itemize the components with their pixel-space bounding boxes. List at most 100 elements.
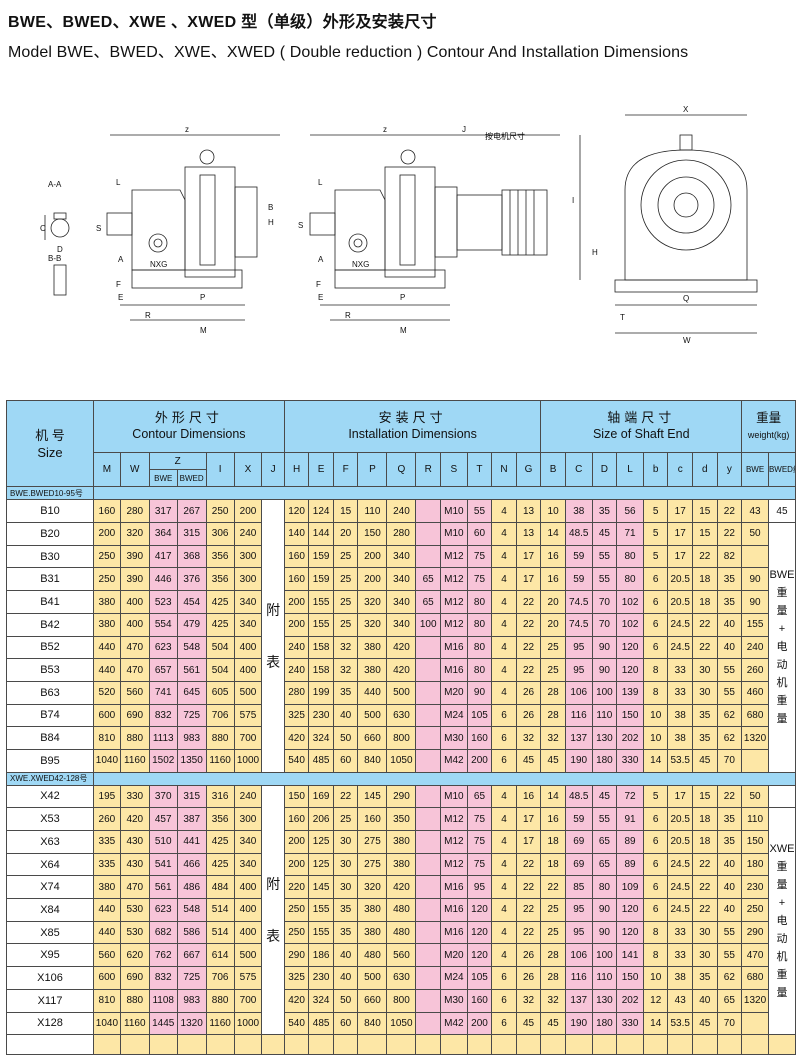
cell: 5 (642, 544, 669, 569)
empty-cell (616, 1034, 644, 1055)
empty-cell (5, 1034, 95, 1055)
cell: 159 (308, 567, 334, 592)
cell: 22 (332, 784, 359, 809)
cell: 376 (176, 567, 207, 592)
cell: 1320 (176, 1011, 207, 1036)
cell: 65 (716, 988, 743, 1013)
label-nxg-2: NXG (352, 260, 369, 269)
cell: 240 (283, 658, 310, 682)
cell (415, 726, 441, 750)
header-weight-en: weight(kg) (747, 429, 790, 440)
cell: 17 (515, 544, 542, 569)
j-label-1: 附 (266, 602, 281, 619)
cell: 120 (466, 898, 493, 922)
cell: 17 (515, 567, 542, 592)
cell: 10 (540, 499, 566, 524)
cell: 160 (357, 807, 388, 831)
weight-note-7: 重 (776, 695, 788, 708)
cell: 20 (540, 612, 566, 637)
cell: 59 (564, 544, 593, 569)
label-s-1: S (96, 224, 101, 233)
cell: 56 (616, 499, 644, 524)
cell: 420 (386, 658, 417, 682)
col-shaft-6: d (692, 451, 718, 488)
cell: 55 (716, 943, 743, 968)
cell: 4 (491, 943, 517, 968)
label-l-1: L (116, 178, 121, 187)
cell: 65 (415, 567, 441, 592)
cell: 35 (716, 807, 743, 831)
cell: 220 (283, 875, 310, 900)
cell: 320 (357, 612, 388, 637)
cell: 230 (308, 966, 334, 990)
cell: 1160 (119, 1011, 150, 1036)
label-f-2: F (316, 280, 321, 289)
cell: 14 (642, 748, 669, 773)
cell (415, 852, 441, 877)
col-shaft-4: b (642, 451, 669, 488)
cell: 22 (692, 875, 718, 900)
cell: 20.5 (667, 567, 693, 592)
cell: 45 (515, 748, 542, 773)
cell: 22 (716, 499, 743, 524)
empty-cell (261, 1034, 285, 1055)
series-spacer (93, 771, 796, 786)
cell: 480 (386, 920, 417, 945)
cell (415, 635, 441, 660)
cell: 32 (515, 988, 542, 1013)
cell: 48.5 (564, 522, 593, 546)
cell: 65 (466, 784, 493, 809)
col-shaft-7: y (716, 451, 743, 488)
cell: 35 (332, 680, 359, 705)
cell: 190 (564, 1011, 593, 1036)
cell: 32 (540, 726, 566, 750)
cell: 55 (591, 567, 618, 592)
cell: 26 (515, 703, 542, 728)
cell: 575 (233, 966, 263, 990)
cell: 762 (148, 943, 178, 968)
cell: 25 (332, 567, 359, 592)
cell: 150 (283, 784, 310, 809)
cell: 116 (564, 966, 593, 990)
empty-cell (176, 1034, 207, 1055)
cell: 586 (176, 920, 207, 945)
cell: 48.5 (564, 784, 593, 809)
cell: 32 (515, 726, 542, 750)
cell: 1000 (233, 748, 263, 773)
cell: 706 (205, 966, 235, 990)
cell: 45 (515, 1011, 542, 1036)
cell: 13 (515, 522, 542, 546)
col-i: I (205, 451, 235, 488)
cell: 8 (642, 943, 669, 968)
col-shaft-1: C (564, 451, 593, 488)
cell: 682 (148, 920, 178, 945)
cell (415, 920, 441, 945)
cell: 6 (642, 567, 669, 592)
cell: 387 (176, 807, 207, 831)
header-model-en: Size (37, 444, 63, 460)
cell (415, 988, 441, 1013)
cell: 55 (591, 544, 618, 569)
cell: 561 (176, 658, 207, 682)
cell: 30 (692, 943, 718, 968)
cell: 116 (564, 703, 593, 728)
cell: 50 (332, 988, 359, 1013)
cell: 95 (564, 635, 593, 660)
cell: 100 (415, 612, 441, 637)
cell: 110 (357, 499, 388, 524)
cell: 14 (540, 522, 566, 546)
empty-cell (205, 1034, 235, 1055)
cell: 35 (692, 966, 718, 990)
weight-note-5: 动 (776, 659, 788, 672)
header-install-en: Installation Dimensions (348, 427, 477, 442)
cell: 356 (205, 567, 235, 592)
cell: 26 (515, 943, 542, 968)
cell: 340 (233, 590, 263, 614)
cell: 155 (308, 612, 334, 637)
